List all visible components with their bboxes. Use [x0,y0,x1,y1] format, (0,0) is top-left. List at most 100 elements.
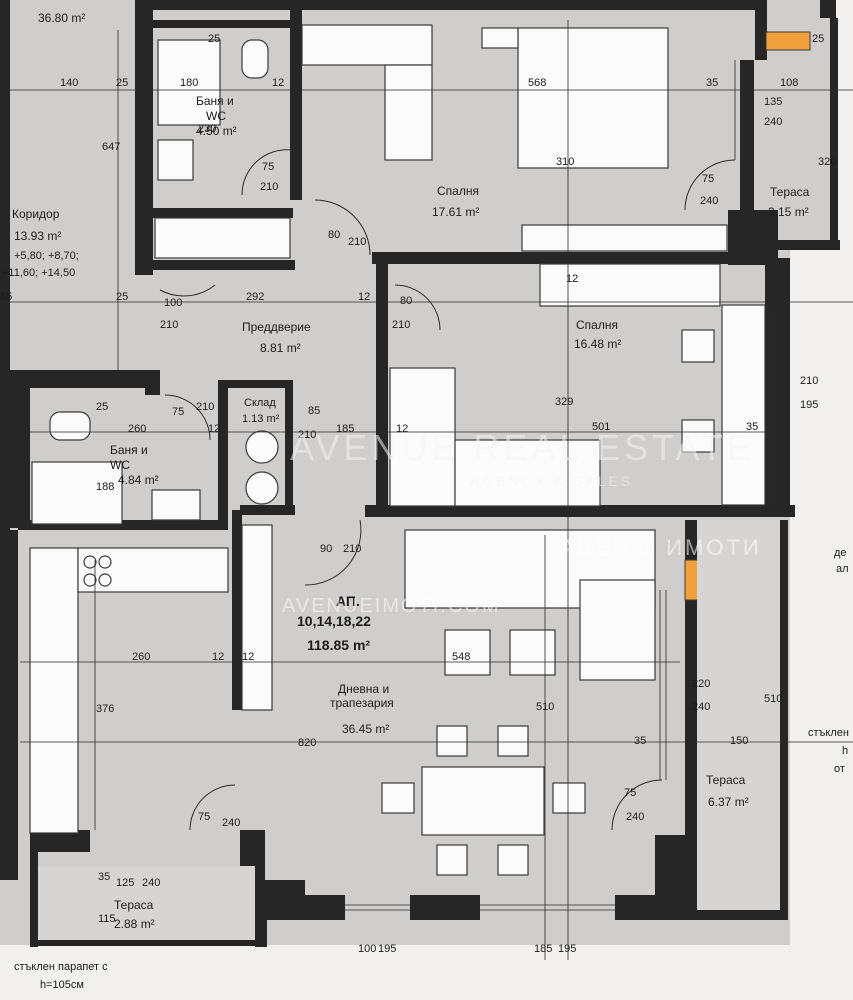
watermark-line3: АВЕНЮ ИМОТИ [560,535,762,560]
dim-260b: 260 [132,651,150,663]
dining-table [421,766,545,836]
dim-548: 548 [452,651,470,663]
corridor-area: 13.93 m² [14,229,61,243]
dim-12a: 12 [272,77,284,89]
wardrobe-hall [154,217,291,259]
apt-area: 118.85 m² [307,637,370,653]
dim-80a: 80 [328,229,340,241]
dim-12g: 12 [242,651,254,663]
bath2-area: 4.84 m² [118,473,159,487]
desk-b2 [721,304,766,506]
dim-820: 820 [298,737,316,749]
dim-75c: 75 [172,406,184,418]
apt-label: АП. [336,593,360,609]
dim-12d: 12 [208,423,220,435]
dim-115: 115 [98,913,116,925]
dim-140: 140 [60,77,78,89]
parapet-left-1: стъклен парапет с [14,961,108,973]
dim-25c: 25 [812,33,824,45]
dining-chair-6 [552,782,586,814]
watermark-line2: AGENCY & SALES [470,473,633,489]
washer-2 [245,471,279,505]
dim-210b: 210 [348,236,366,248]
dim-320: 320 [818,156,836,168]
dim-35a: 35 [706,77,718,89]
dim-210e: 210 [800,375,818,387]
console-1 [521,224,728,252]
watermark: AVENUE REAL ESTATE AGENCY & SALES АВЕНЮ … [282,427,762,617]
walls [0,0,840,947]
dim-25a: 25 [116,77,128,89]
dim-12e: 12 [396,423,408,435]
sofa-chaise [579,579,656,681]
dim-376: 376 [96,703,114,715]
dining-chair-3 [436,844,468,876]
dim-210d: 210 [392,319,410,331]
dim-188: 188 [96,481,114,493]
hall-area: 8.81 m² [260,341,301,355]
stove-4 [98,573,112,587]
dim-292: 292 [246,291,264,303]
dim-12c: 12 [566,273,578,285]
dim-329: 329 [555,396,573,408]
dim-501: 501 [592,421,610,433]
storage-name: Склад [244,397,276,409]
dim-210c: 210 [160,319,178,331]
terrace2-area: 6.37 m² [708,795,749,809]
furniture [29,24,811,940]
dim-85b: 85 [308,405,320,417]
dim-310: 310 [556,156,574,168]
bedroom2-area: 16.48 m² [574,337,621,351]
corridor-name: Коридор [12,207,60,221]
dimension-numbers: 140 25 180 12 25 568 35 108 25 647 230 1… [0,33,836,955]
dim-230: 230 [198,123,216,135]
parapet-right-2: h [842,745,848,757]
living-name: Дневна и [338,682,389,696]
dining-chair-2 [497,725,529,757]
dim-240e: 240 [626,811,644,823]
parapet-left-2: h=105см [40,979,84,991]
windows [345,60,777,911]
bed-1 [517,27,669,169]
notes: стъклен парапет с h=105см стъклен h от д… [14,547,849,991]
dim-100: 100 [164,297,182,309]
dim-220: 220 [692,678,710,690]
terrace-chair-1 [765,31,811,51]
dim-510b: 510 [764,693,782,705]
dim-240a: 240 [764,116,782,128]
dim-568: 568 [528,77,546,89]
wardrobe-1 [301,24,433,66]
dim-75e: 75 [624,787,636,799]
terrace1-name: Тераса [770,185,810,199]
dim-85: 85 [0,291,12,303]
stove-1 [83,555,97,569]
dim-90: 90 [320,543,332,555]
dining-chair-1 [436,725,468,757]
dim-150: 150 [730,735,748,747]
apt-numbers: 10,14,18,22 [297,613,371,629]
dim-185b: 185 [534,943,552,955]
dim-12f: 12 [212,651,224,663]
chair-b2-1 [681,329,715,363]
dim-240c: 240 [692,701,710,713]
dim-195b: 195 [378,943,396,955]
dim-240b: 240 [700,195,718,207]
dim-25e: 25 [96,401,108,413]
bed-3 [454,439,601,507]
dimension-lines [0,20,853,960]
tv-unit [241,524,273,711]
bed-2 [389,367,456,507]
kitchen-counter [29,547,79,834]
corridor-top-area: 36.80 m² [38,11,85,25]
terrace3-name: Тераса [114,898,154,912]
corridor-extra2: +11,60; +14,50 [2,267,75,279]
bath2-name: Баня и [110,443,148,457]
dim-135: 135 [764,96,782,108]
storage-area: 1.13 m² [242,413,280,425]
bathtub-1 [157,39,221,126]
parapet-right-1: стъклен [808,727,849,739]
bath1-name: Баня и [196,94,234,108]
stove-3 [83,573,97,587]
dim-180: 180 [180,77,198,89]
right-top-2: ал [836,563,849,575]
